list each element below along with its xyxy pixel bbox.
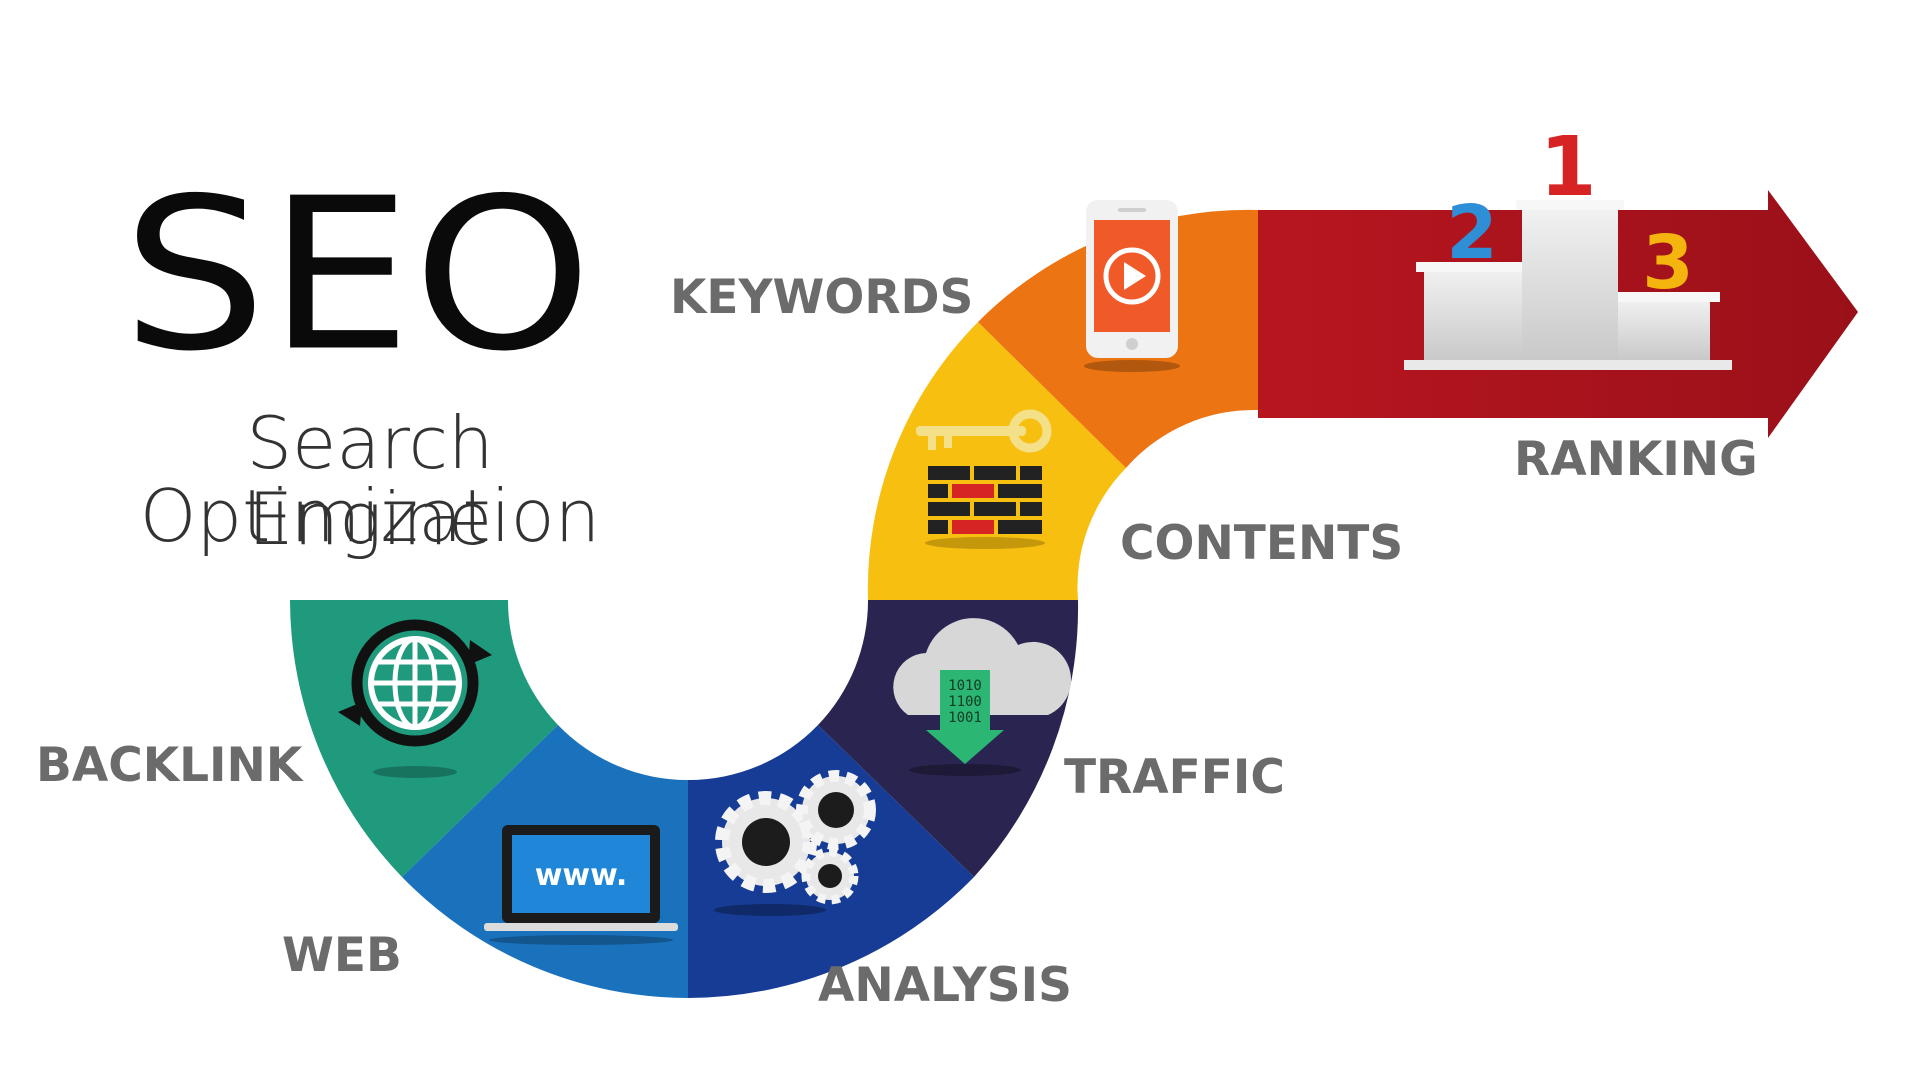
label-backlink: BACKLINK: [36, 738, 303, 793]
binary-line-2: 1100: [948, 694, 982, 710]
binary-line-3: 1001: [948, 710, 982, 726]
binary-line-1: 1010: [948, 678, 982, 694]
title-line-2: Optimization: [139, 474, 601, 558]
laptop-www-icon: www.: [484, 825, 678, 945]
podium-first-number: 1: [1539, 120, 1596, 215]
podium-icon: 1 2 3: [1404, 120, 1732, 370]
label-contents: CONTENTS: [1120, 516, 1404, 571]
label-web: WEB: [282, 928, 402, 983]
label-analysis: ANALYSIS: [818, 958, 1072, 1013]
key-brick-wall-icon: [916, 409, 1052, 549]
cloud-download-icon: 1010 1100 1001: [893, 618, 1072, 776]
gears-icon: [714, 770, 876, 916]
podium-third-number: 3: [1642, 220, 1694, 306]
label-ranking: RANKING: [1514, 432, 1758, 487]
brick-wall: [928, 466, 1042, 534]
label-traffic: TRAFFIC: [1064, 750, 1285, 805]
title-line-1: Search Engine: [246, 401, 494, 561]
smartphone-play-icon: [1084, 200, 1180, 372]
seo-acronym-title: SEO: [122, 152, 594, 398]
podium-second-number: 2: [1446, 190, 1498, 276]
laptop-www-text: www.: [535, 858, 628, 893]
label-keywords: KEYWORDS: [670, 270, 974, 325]
globe-refresh-icon: [338, 619, 492, 778]
